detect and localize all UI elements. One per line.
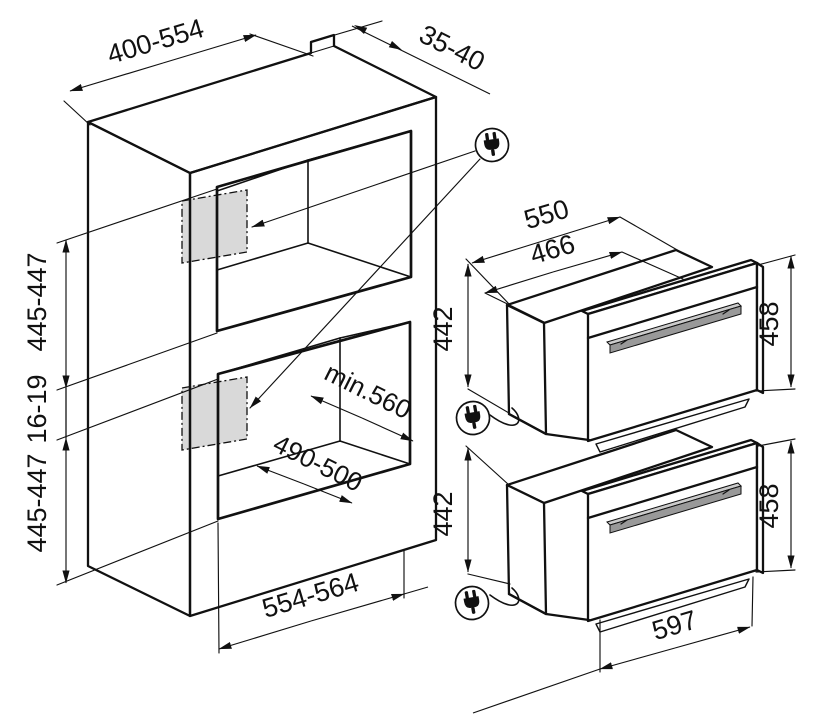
outlet-leader-lines — [249, 150, 481, 409]
lower-oven-power-cord — [489, 587, 520, 606]
cabinet-drawing — [86, 33, 438, 618]
lower-niche-height-label: 445-447 — [22, 453, 52, 552]
cabinet-front-width-label: 554-564 — [259, 567, 363, 624]
lower-oven-drawing — [489, 428, 765, 634]
power-plug-icon — [453, 398, 493, 438]
lower-oven-body-height-label: 442 — [428, 491, 458, 536]
power-plug-icon — [452, 583, 492, 623]
upper-niche-height-label: 445-447 — [22, 252, 52, 351]
upper-oven-body-height-label: 442 — [428, 306, 458, 351]
oven-body-depth-label: 466 — [527, 229, 579, 271]
upper-outlet-area — [181, 189, 248, 264]
niche-min-depth-label: min.560 — [320, 357, 416, 425]
power-plug-icon — [472, 125, 512, 165]
upper-oven-front-height-label: 458 — [754, 301, 784, 346]
lower-oven-front-height-label: 458 — [754, 483, 784, 528]
oven-top-depth-label: 550 — [521, 194, 573, 236]
niche-width-label: 490-500 — [269, 428, 368, 497]
cabinet-top-width-label: 400-554 — [104, 13, 208, 70]
upper-oven-drawing — [489, 248, 765, 454]
lower-niche-interior — [217, 321, 411, 477]
lower-outlet-area — [181, 376, 248, 451]
upper-niche-interior — [216, 130, 412, 278]
dimension-lines — [62, 25, 795, 714]
rear-ledge-depth-label: 35-40 — [415, 19, 490, 77]
extension-lines — [56, 20, 796, 673]
upper-oven-power-cord — [489, 407, 520, 426]
divider-gap-label: 16-19 — [22, 374, 52, 443]
